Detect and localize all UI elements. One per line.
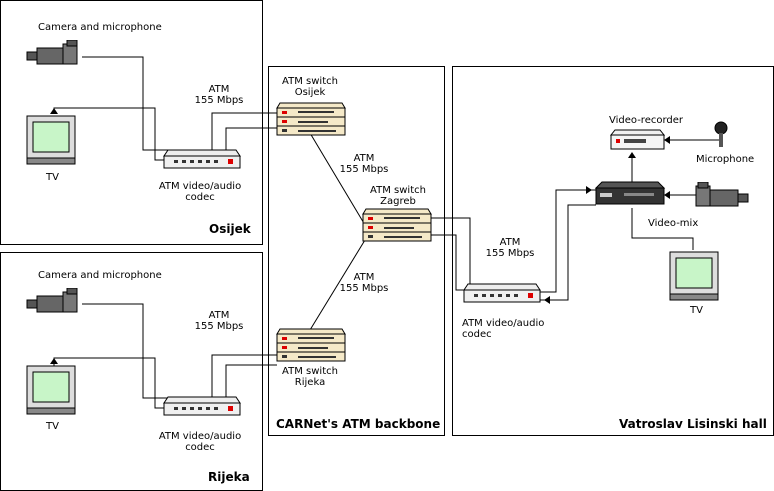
tv-icon [26, 365, 76, 415]
codec-label-line2: codec [462, 329, 492, 340]
link-label-line1: ATM [208, 310, 230, 321]
video-mixer-icon [594, 181, 666, 205]
video-recorder-label: Video-recorder [609, 115, 684, 126]
switch-label-line2: Rijeka [294, 377, 326, 388]
tv-icon [26, 115, 76, 165]
link-label: ATM 155 Mbps [332, 272, 396, 294]
link-label: ATM 155 Mbps [478, 237, 542, 259]
tv-label: TV [690, 305, 703, 316]
switch-label-line1: ATM switch [282, 76, 338, 87]
codec-label: ATM video/audio codec [462, 318, 544, 340]
backbone-title: CARNet's ATM backbone [276, 417, 441, 431]
video-mix-label: Video-mix [648, 218, 699, 229]
link-label: ATM 155 Mbps [192, 310, 246, 332]
codec-label-line1: ATM video/audio [158, 181, 242, 192]
switch-label: ATM switch Zagreb [360, 185, 436, 207]
link-label-line2: 155 Mbps [194, 321, 244, 332]
camera-icon [26, 288, 78, 313]
tv-icon [669, 251, 719, 301]
link-label-line2: 155 Mbps [194, 95, 244, 106]
switch-label: ATM switch Rijeka [268, 366, 352, 388]
camera-label: Camera and microphone [38, 22, 162, 33]
link-label-line1: ATM [353, 153, 375, 164]
rijeka-title: Rijeka [208, 470, 250, 484]
switch-label-line1: ATM switch [370, 185, 426, 196]
link-label-line2: 155 Mbps [485, 248, 535, 259]
tv-label: TV [46, 421, 59, 432]
link-label: ATM 155 Mbps [192, 84, 246, 106]
atm-switch-icon [362, 208, 432, 242]
link-label-line2: 155 Mbps [339, 283, 389, 294]
microphone-label: Microphone [696, 154, 755, 165]
atm-codec-icon [163, 396, 241, 416]
switch-label-line2: Zagreb [380, 196, 416, 207]
codec-label-line2: codec [185, 442, 215, 453]
atm-switch-icon [276, 102, 346, 136]
microphone-icon [714, 121, 728, 147]
link-label: ATM 155 Mbps [332, 153, 396, 175]
osijek-title: Osijek [209, 222, 251, 236]
switch-label-line2: Osijek [294, 87, 326, 98]
codec-label-line1: ATM video/audio [462, 318, 545, 329]
link-label-line2: 155 Mbps [339, 164, 389, 175]
camera-label: Camera and microphone [38, 270, 162, 281]
atm-switch-icon [276, 328, 346, 362]
atm-codec-icon [163, 149, 241, 169]
codec-label-line2: codec [185, 192, 215, 203]
codec-label-line1: ATM video/audio [158, 431, 242, 442]
switch-label: ATM switch Osijek [268, 76, 352, 98]
codec-label: ATM video/audio codec [150, 181, 250, 203]
link-label-line1: ATM [499, 237, 521, 248]
hall-title: Vatroslav Lisinski hall [619, 417, 767, 431]
switch-label-line1: ATM switch [282, 366, 338, 377]
codec-label: ATM video/audio codec [150, 431, 250, 453]
camera-icon [26, 40, 78, 65]
camera-icon [695, 182, 749, 207]
link-label-line1: ATM [353, 272, 375, 283]
atm-codec-icon [463, 283, 541, 303]
link-label-line1: ATM [208, 84, 230, 95]
tv-label: TV [46, 172, 59, 183]
video-recorder-icon [610, 129, 666, 150]
